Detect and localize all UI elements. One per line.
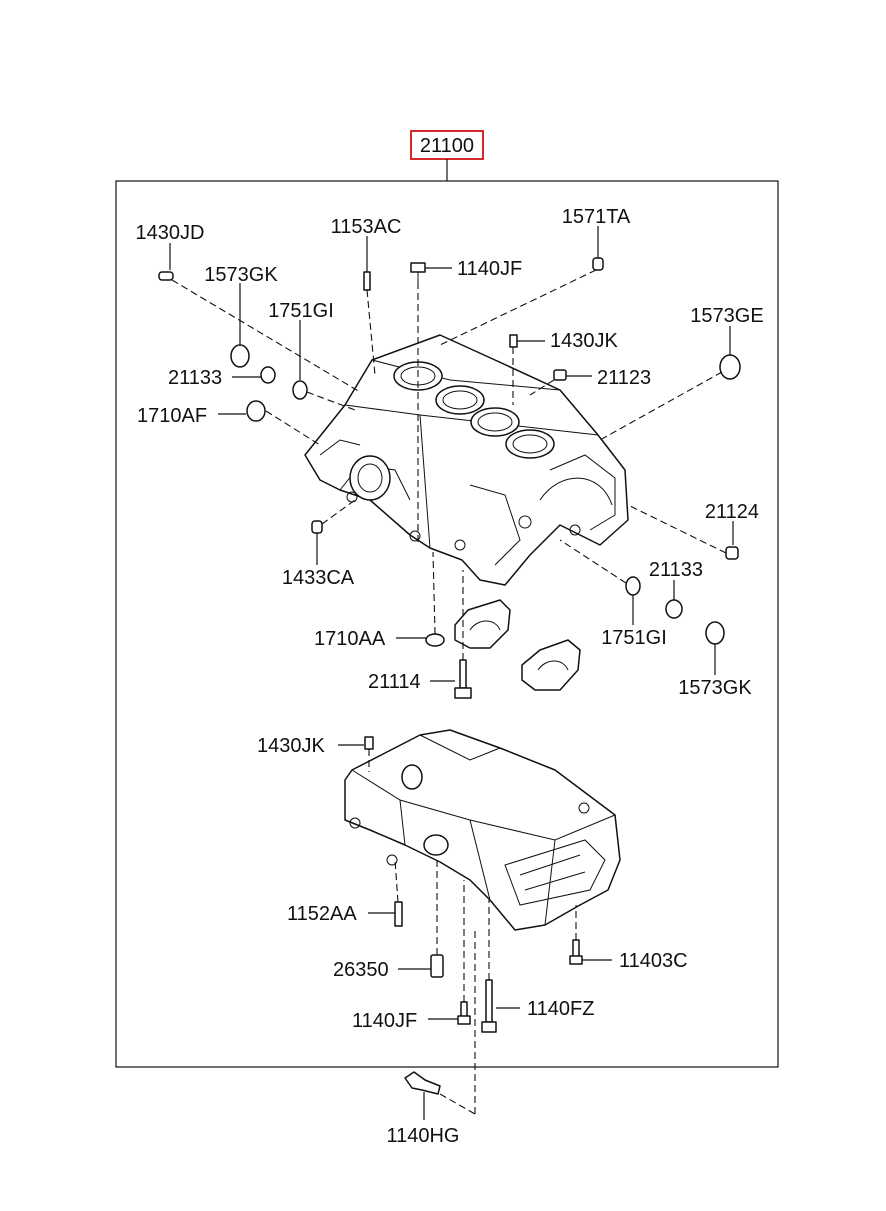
label-1430JD[interactable]: 1430JD	[136, 222, 205, 244]
label-1751GI-top[interactable]: 1751GI	[268, 300, 334, 322]
lower-crankcase-drawing	[344, 729, 621, 931]
label-1571TA[interactable]: 1571TA	[562, 206, 631, 228]
label-11403C[interactable]: 11403C	[619, 950, 688, 972]
label-1573GK-top[interactable]: 1573GK	[204, 264, 278, 286]
label-21123[interactable]: 21123	[597, 367, 651, 389]
label-1140JF-lower[interactable]: 1140JF	[352, 1010, 417, 1032]
label-26350[interactable]: 26350	[333, 959, 389, 981]
cylinder-block-drawing	[304, 334, 629, 586]
label-1751GI-right[interactable]: 1751GI	[601, 627, 667, 649]
main-part-number[interactable]: 21100	[420, 135, 474, 157]
label-1573GE[interactable]: 1573GE	[690, 305, 763, 327]
assembly-frame	[115, 180, 779, 1068]
label-21114[interactable]: 21114	[368, 671, 421, 693]
label-1430JK-top[interactable]: 1430JK	[550, 330, 618, 352]
label-1433CA[interactable]: 1433CA	[282, 567, 355, 589]
label-1152AA[interactable]: 1152AA	[287, 903, 357, 925]
bearing-caps	[454, 599, 581, 691]
label-21133-right[interactable]: 21133	[649, 559, 703, 581]
label-1573GK-right[interactable]: 1573GK	[678, 677, 752, 699]
label-1140FZ[interactable]: 1140FZ	[527, 998, 594, 1020]
label-21124[interactable]: 21124	[705, 501, 759, 523]
label-1140HG[interactable]: 1140HG	[386, 1125, 459, 1147]
label-1140JF-top[interactable]: 1140JF	[457, 258, 522, 280]
label-21133-top[interactable]: 21133	[168, 367, 222, 389]
label-1430JK-lower[interactable]: 1430JK	[257, 735, 325, 757]
leader-lines	[169, 226, 734, 1120]
label-1710AF[interactable]: 1710AF	[137, 405, 207, 427]
part-labels: 1430JD 1153AC 1571TA 1140JF 1573GK 1751G…	[136, 206, 764, 1147]
label-1153AC[interactable]: 1153AC	[331, 216, 402, 238]
label-1710AA[interactable]: 1710AA	[314, 628, 386, 650]
